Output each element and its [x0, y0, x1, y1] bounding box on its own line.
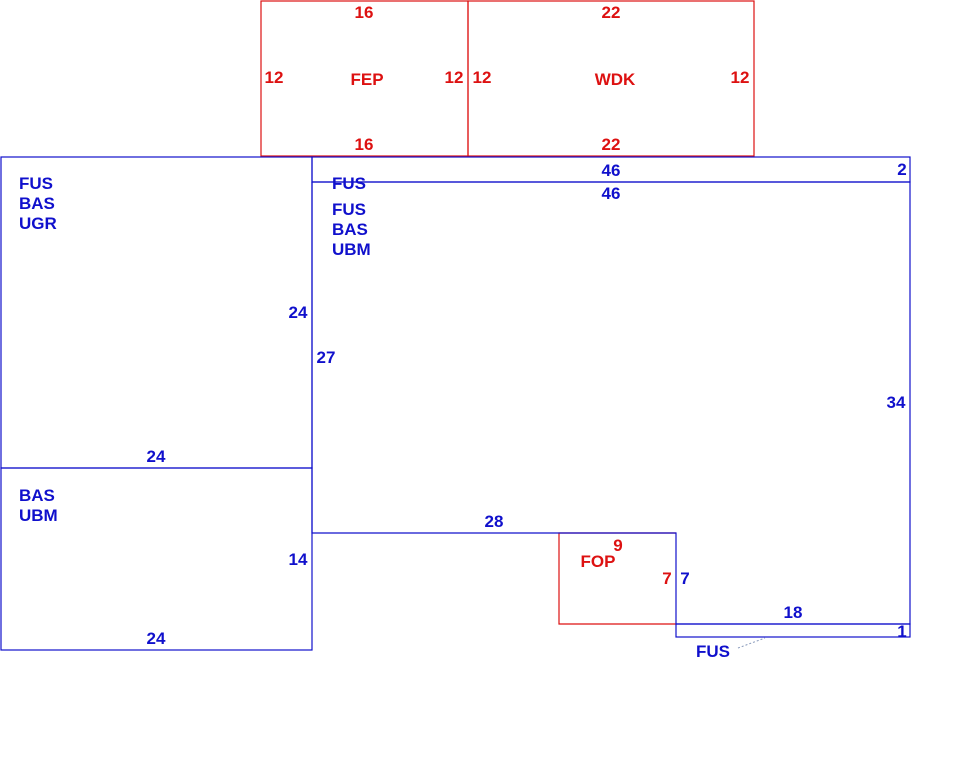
main-code-2: BAS [332, 220, 368, 239]
bas-code-2: UBM [19, 506, 58, 525]
fep-bottom-dim: 16 [355, 135, 374, 154]
top-strip-right-dim: 2 [897, 160, 906, 179]
top-strip-code: FUS [332, 174, 366, 193]
ugr-section: FUS BAS UGR 24 24 [0, 156, 313, 469]
bas-right-dim: 14 [289, 550, 308, 569]
wdk-area: 22 12 WDK 12 22 [467, 0, 755, 157]
fop-area: 9 FOP 7 [558, 532, 676, 625]
ugr-code-2: BAS [19, 194, 55, 213]
main-code-3: UBM [332, 240, 371, 259]
fop-left-dim: 7 [662, 569, 671, 588]
top-strip: FUS 46 46 2 [311, 156, 911, 203]
ugr-code-3: UGR [19, 214, 57, 233]
main-notch-side-dim: 7 [680, 569, 689, 588]
fep-left-dim: 12 [265, 68, 284, 87]
fep-top-dim: 16 [355, 3, 374, 22]
wdk-code-label: WDK [595, 70, 636, 89]
bottom-strip-outline [675, 623, 911, 638]
top-strip-top-dim: 46 [602, 161, 621, 180]
wdk-left-dim: 12 [473, 68, 492, 87]
main-code-1: FUS [332, 200, 366, 219]
bas-code-1: BAS [19, 486, 55, 505]
bottom-strip-code: FUS [696, 642, 730, 661]
wdk-outline [467, 0, 755, 157]
ugr-bottom-dim: 24 [147, 447, 166, 466]
fop-code-label: FOP [581, 552, 616, 571]
main-right-dim: 34 [887, 393, 906, 412]
main-bottom-right-dim: 18 [784, 603, 803, 622]
fep-code-label: FEP [350, 70, 383, 89]
ugr-right-dim: 24 [289, 303, 308, 322]
bas-section-outline [0, 467, 313, 651]
wdk-right-dim: 12 [731, 68, 750, 87]
fep-area: 16 12 FEP 12 16 [260, 0, 469, 157]
wdk-bottom-dim: 22 [602, 135, 621, 154]
main-bottom-left-dim: 28 [485, 512, 504, 531]
fep-right-dim: 12 [445, 68, 464, 87]
bas-section: BAS UBM 14 24 [0, 467, 313, 651]
ugr-code-1: FUS [19, 174, 53, 193]
bas-bottom-dim: 24 [147, 629, 166, 648]
top-strip-bottom-dim: 46 [602, 184, 621, 203]
bottom-strip-right-dim: 1 [897, 622, 906, 641]
fop-top-dim: 9 [613, 536, 622, 555]
main-left-dim: 27 [317, 348, 336, 367]
bottom-strip: 1 FUS [675, 622, 911, 661]
bottom-strip-leader-line [737, 637, 766, 649]
wdk-top-dim: 22 [602, 3, 621, 22]
